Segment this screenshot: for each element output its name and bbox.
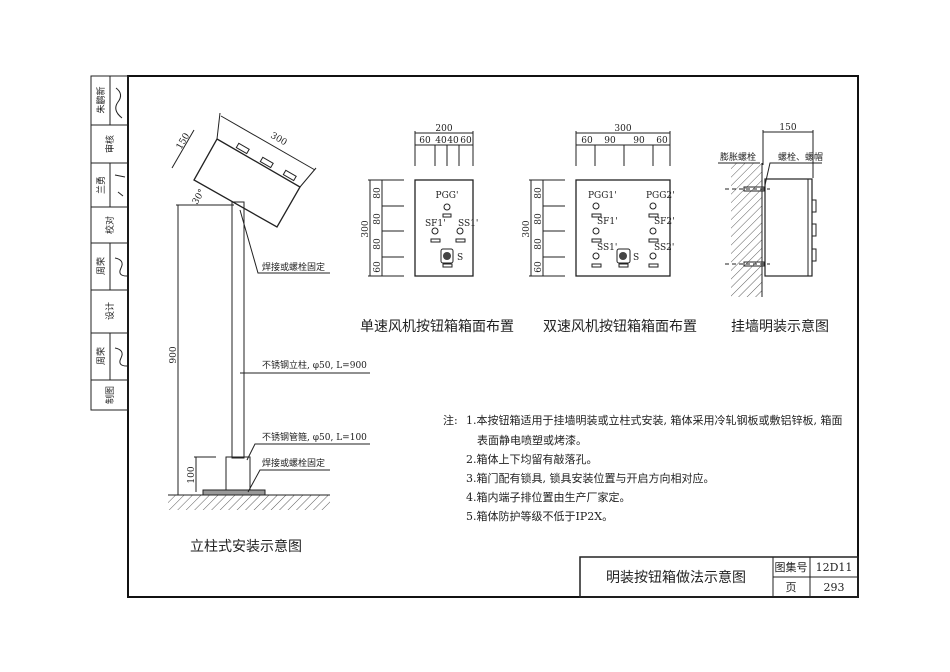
row-dim: 80: [534, 238, 544, 250]
page-number: 293: [824, 581, 845, 594]
wall-mount-diagram: 150 膨胀螺栓 螺栓、螺帽 挂墙明装示意图: [718, 123, 829, 335]
check-label: 校对: [104, 216, 116, 234]
signature: [115, 87, 123, 119]
stand-mount-diagram: 300 150 30° 900 100 焊接或螺栓固定 不锈钢立柱, φ50, …: [168, 112, 370, 555]
push-button-icon: [592, 252, 600, 260]
button-label: SF1': [597, 217, 618, 227]
sign-off-strip: 朱鹏新 审核 兰勇 校对 周荣 设计 周荣 制图: [90, 75, 129, 411]
col-dim: 90: [604, 136, 616, 146]
row-dim: 80: [534, 213, 544, 225]
row-dim: 60: [534, 261, 544, 273]
review-label: 审核: [104, 135, 116, 153]
row-dim: 80: [373, 187, 383, 199]
height-dim: 300: [361, 220, 371, 237]
note-item: 5.箱体防护等级不低于IP2X。: [466, 509, 613, 523]
lamp-label: PGG': [436, 191, 459, 201]
notes-prefix: 注:: [443, 413, 458, 427]
depth-dim: 150: [779, 123, 796, 133]
selector-switch-icon: [440, 248, 454, 264]
push-button-icon: [649, 227, 657, 235]
note-item: 3.箱门配有锁具, 锁具安装位置与开启方向相对应。: [466, 471, 715, 485]
row-dim: 60: [373, 261, 383, 273]
row-dim: 80: [373, 238, 383, 250]
lamp-label: PGG2': [646, 191, 675, 201]
push-button-icon: [456, 227, 464, 235]
notes: 注: 1.本按钮箱适用于挂墙明装或立柱式安装, 箱体采用冷轧钢板或敷铝锌板, 箱…: [443, 413, 842, 523]
signature: [114, 257, 128, 277]
switch-label: S: [633, 253, 639, 263]
drawing-title: 明装按钮箱做法示意图: [606, 569, 746, 586]
width-dim: 300: [614, 124, 631, 134]
pole-label: 不锈钢立柱, φ50, L=900: [262, 359, 367, 371]
button-label: SS2': [654, 243, 674, 253]
reviewer-name: 朱鹏新: [95, 86, 107, 113]
note-item: 表面静电喷塑或烤漆。: [477, 433, 587, 447]
lamp-label: PGG1': [588, 191, 617, 201]
drafting-label: 制图: [104, 386, 116, 404]
col-dim: 60: [460, 136, 472, 146]
indicator-lamp-icon: [592, 202, 600, 210]
atlas-label: 图集号: [775, 560, 808, 574]
col-dim: 60: [656, 136, 668, 146]
note-item: 4.箱内端子排位置由生产厂家定。: [466, 490, 631, 504]
push-button-icon: [431, 227, 439, 235]
single-caption: 单速风机按钮箱箱面布置: [360, 319, 514, 335]
indicator-lamp-icon: [443, 203, 451, 211]
selector-switch-icon: [616, 248, 631, 264]
single-speed-panel-diagram: 200 60 40 40 60 300 80 80 80 60 PGG' SF1…: [360, 124, 514, 335]
box-length-dim: 300: [269, 131, 289, 148]
width-dim: 200: [435, 124, 452, 134]
stand-caption: 立柱式安装示意图: [190, 538, 302, 555]
height-dim: 900: [169, 346, 179, 363]
col-dim: 90: [633, 136, 645, 146]
weld-bottom-label: 焊接或螺栓固定: [262, 457, 325, 469]
bolt-nut-label: 螺栓、螺帽: [778, 151, 823, 163]
box-depth-dim: 150: [175, 131, 192, 151]
drafter-name: 周荣: [95, 347, 107, 365]
push-button-icon: [592, 227, 600, 235]
col-dim: 60: [419, 136, 431, 146]
sleeve-height-dim: 100: [187, 466, 197, 483]
button-label: SF2': [654, 217, 675, 227]
indicator-lamp-icon: [649, 202, 657, 210]
push-button-icon: [649, 252, 657, 260]
signature: [114, 347, 128, 367]
design-label: 设计: [104, 302, 116, 320]
note-item: 2.箱体上下均留有敲落孔。: [466, 452, 598, 466]
row-dim: 80: [534, 187, 544, 199]
signature: [114, 174, 126, 197]
note-item: 1.本按钮箱适用于挂墙明装或立柱式安装, 箱体采用冷轧钢板或敷铝锌板, 箱面: [466, 413, 842, 427]
atlas-number: 12D11: [816, 561, 853, 574]
button-label: SS1': [458, 219, 478, 229]
designer-name: 周荣: [95, 257, 107, 275]
page-label: 页: [786, 581, 797, 594]
wall-caption: 挂墙明装示意图: [731, 318, 829, 335]
button-label: SS1': [597, 243, 617, 253]
switch-label: S: [457, 253, 463, 263]
double-caption: 双速风机按钮箱箱面布置: [543, 319, 697, 335]
double-speed-panel-diagram: 300 60 90 90 60 300 80 80 80 60 PGG1' PG…: [522, 124, 697, 335]
checker-name: 兰勇: [95, 176, 107, 194]
height-dim: 300: [522, 220, 532, 237]
title-block: 明装按钮箱做法示意图 图集号 12D11 页 293: [579, 556, 859, 598]
col-dim: 40: [447, 136, 459, 146]
col-dim: 40: [435, 136, 447, 146]
anchor-bolt-label: 膨胀螺栓: [720, 151, 756, 163]
angle-label: 30°: [191, 188, 208, 207]
weld-top-label: 焊接或螺栓固定: [262, 261, 325, 273]
col-dim: 60: [581, 136, 593, 146]
button-label: SF1': [425, 219, 446, 229]
sleeve-label: 不锈钢管箍, φ50, L=100: [262, 431, 367, 443]
row-dim: 80: [373, 213, 383, 225]
